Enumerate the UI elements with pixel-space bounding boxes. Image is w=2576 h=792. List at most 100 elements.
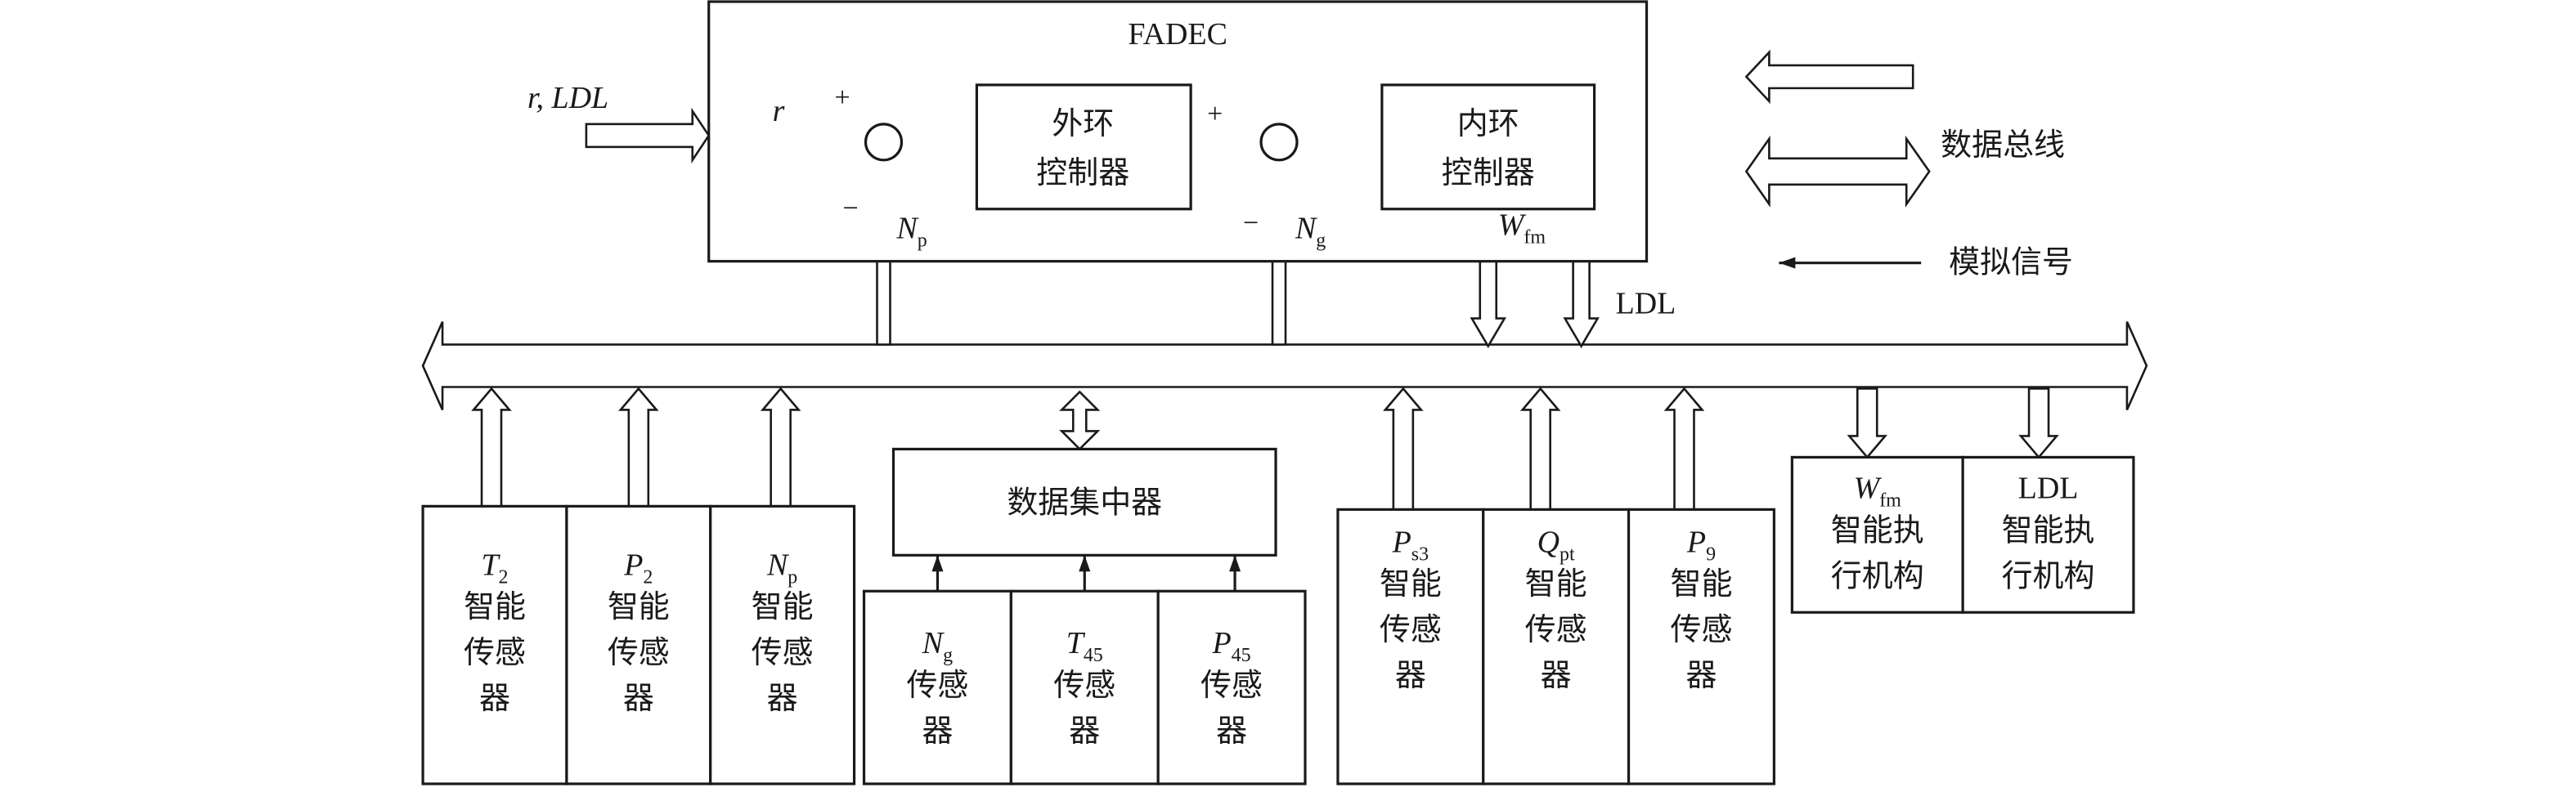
box — [1156, 589, 1307, 785]
data-concentrator-label: 数据集中器 — [1007, 485, 1162, 520]
symbol-label-main: W — [1854, 471, 1883, 505]
symbol-label-main: T — [1066, 626, 1086, 660]
legend-data-bus-label: 数据总线 — [1941, 128, 2065, 163]
label-line: 传感 — [1525, 613, 1587, 647]
label-line: 传感 — [464, 636, 526, 670]
plus-sign-1: + — [835, 83, 850, 113]
bus-to-actuator-arrow — [1847, 387, 1888, 459]
label-line: 传感 — [1671, 613, 1733, 647]
front-layer: 外环 控制器 内环 控制器 — [864, 83, 1596, 211]
outer-loop-controller — [975, 83, 1192, 211]
symbol-label-sub: s3 — [1411, 544, 1429, 565]
data-concentrator: 数据集中器 — [891, 447, 1277, 557]
symbol-label-main: N — [766, 548, 790, 582]
data-concentrator-box — [891, 447, 1277, 557]
label-line: 行机构 — [1831, 559, 1924, 593]
symbol-label: Ng — [922, 626, 953, 666]
symbol-label-main: Q — [1537, 525, 1560, 559]
box — [1627, 508, 1775, 785]
label-line: 行机构 — [2002, 559, 2095, 593]
symbol-label-main: P — [1211, 626, 1231, 660]
input-arrow — [585, 107, 711, 164]
minus-sign-2: − — [1243, 208, 1259, 239]
symbol-label-main: P — [623, 548, 643, 582]
label-line: 传感 — [752, 636, 814, 670]
legend-data-bus-double-icon — [1744, 135, 1931, 208]
legend-analog-signal-label: 模拟信号 — [1949, 246, 2073, 280]
data-bus — [421, 321, 2148, 411]
feedback-np-label: Np — [895, 212, 927, 252]
symbol-label: T45 — [1066, 626, 1103, 666]
sensor-to-bus-arrow — [760, 387, 801, 508]
label-line: 智能执 — [1831, 513, 1924, 548]
symbol-label: LDL — [2018, 471, 2079, 505]
symbol-label-sub: 45 — [1084, 645, 1103, 666]
ldl-output-arrow — [1563, 260, 1600, 349]
label-line: 器 — [479, 682, 510, 716]
feedback-ng-label: Ng — [1295, 212, 1326, 252]
label-line: 传感 — [1200, 669, 1263, 703]
bus-to-actuator-arrow — [2018, 387, 2059, 459]
label-line: 传感 — [1380, 613, 1442, 647]
analog-signal-arrow-head — [931, 555, 944, 572]
box — [709, 504, 856, 785]
label-line: 智能 — [608, 590, 670, 624]
symbol-label-main: T — [481, 548, 500, 582]
symbol-label-main: LDL — [2018, 471, 2079, 505]
symbol-label-main: P — [1392, 525, 1411, 559]
legend-analog-signal-icon-head — [1779, 257, 1796, 269]
symbol-label-main: N — [922, 626, 945, 660]
symbol-label-sub: p — [788, 566, 797, 588]
label-line: 器 — [922, 714, 953, 749]
legend-data-bus-single-icon — [1744, 49, 1914, 105]
analog-signal-arrow-head — [1079, 555, 1091, 572]
sensor-to-bus-arrow — [1519, 387, 1561, 511]
reference-label: r — [773, 94, 785, 128]
symbol-label-main: P — [1686, 525, 1706, 559]
inner-controller-line-2: 控制器 — [1442, 156, 1535, 190]
box — [1009, 589, 1160, 785]
sensor-to-bus-arrow — [1383, 387, 1424, 511]
label-line: 传感 — [906, 669, 968, 703]
sensor-to-bus-arrow — [471, 387, 512, 508]
minus-sign-1: − — [843, 194, 859, 224]
symbol-label-sub: 2 — [499, 566, 509, 588]
component-boxes: T2智能传感器P2智能传感器Np智能传感器数据集中器Ng传感器T45传感器P45… — [421, 447, 2135, 785]
symbol-label-sub: pt — [1560, 544, 1575, 565]
sensor-to-bus-arrow — [1663, 387, 1705, 511]
label-line: 器 — [1541, 659, 1572, 693]
symbol-label: T2 — [481, 548, 508, 588]
symbol-label: Wfm — [1854, 471, 1902, 511]
symbol-label-sub: fm — [1879, 490, 1901, 511]
symbol-label: P2 — [623, 548, 653, 588]
label-line: 智能 — [464, 590, 526, 624]
summing-junction-inner — [1259, 123, 1299, 162]
symbol-label: Ps3 — [1392, 525, 1429, 565]
label-line: 传感 — [608, 636, 670, 670]
input-label: r, LDL — [527, 81, 608, 115]
label-line: 智能 — [1525, 567, 1587, 602]
label-line: 智能 — [1671, 567, 1733, 602]
label-line: 器 — [623, 682, 654, 716]
symbol-label: P9 — [1686, 525, 1716, 565]
box — [565, 504, 712, 785]
plus-sign-2: + — [1207, 99, 1223, 129]
box — [1961, 455, 2135, 614]
label-line: 智能 — [752, 590, 814, 624]
summing-junction-outer — [864, 123, 904, 162]
label-line: 传感 — [1053, 669, 1115, 703]
symbol-label-sub: 9 — [1706, 544, 1716, 565]
sensor-to-bus-arrow — [618, 387, 659, 508]
label-line: 器 — [767, 682, 798, 716]
symbol-label-sub: 45 — [1232, 645, 1251, 666]
label-line: 器 — [1685, 659, 1717, 693]
wfm-output-label: Wfm — [1498, 208, 1546, 248]
